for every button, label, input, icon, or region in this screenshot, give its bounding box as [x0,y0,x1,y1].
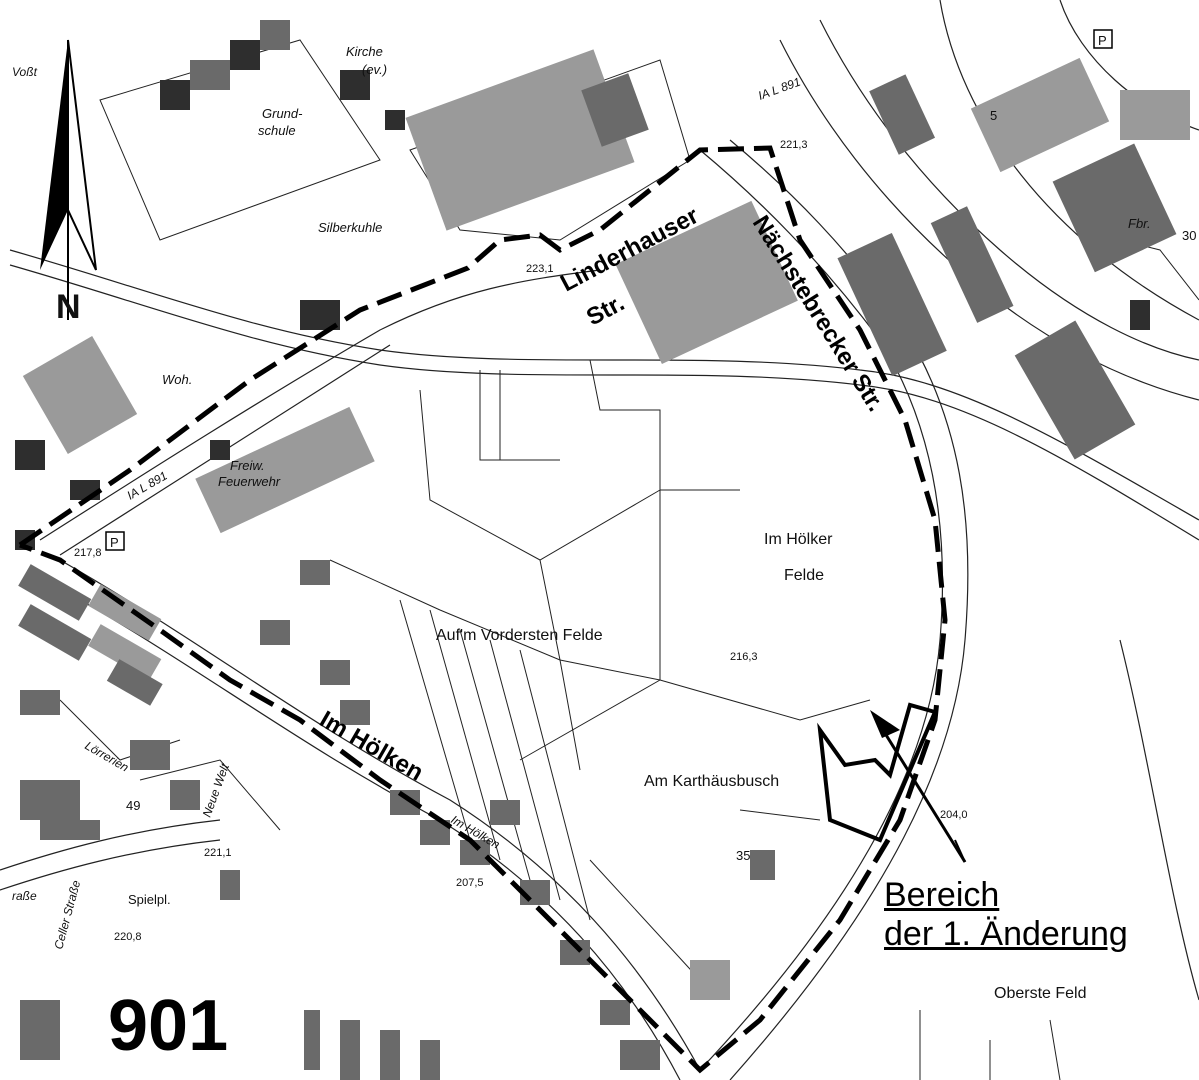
label-silberkuhle: Silberkuhle [318,220,382,235]
change-area-outline [817,702,938,843]
label-number-5: 5 [990,108,997,123]
plan-boundary [18,145,948,1074]
parking-sign-top [1093,29,1113,49]
parking-sign-left [105,531,125,551]
height-5: 204,0 [940,809,968,821]
plan-number-box [72,988,304,1080]
change-area-label-line2: der 1. Änderung [884,915,1128,954]
field-oberste-feld: Oberste Feld [994,985,1086,1002]
label-spielpl: Spielpl. [128,892,171,907]
change-area-label: Bereich der 1. Änderung [884,876,1128,954]
street-voss: Voßt [12,65,38,79]
field-im-hoelker-felde: Felde [784,567,824,584]
field-vordersten-felde: Auf'm Vordersten Felde [436,627,603,644]
label-parking-top: P [1098,33,1107,48]
height-3: 217,8 [74,547,102,559]
north-arrow [40,39,97,320]
label-fbr: Fbr. [1128,216,1151,231]
spot-heights: 221,3 223,1 217,8 216,3 204,0 221,1 207,… [74,139,968,943]
height-4: 216,3 [730,651,758,663]
field-karthausbusch: Am Karthäusbusch [644,773,779,790]
label-number-30: 30 [1182,228,1196,243]
plan-number: 901 [108,986,229,1066]
height-7: 207,5 [456,877,484,889]
row-houses-left [18,564,240,1060]
field-im-hoelker: Im Hölker [764,531,833,548]
label-number-49: 49 [126,798,140,813]
change-area-label-line1: Bereich [884,876,1000,914]
building-labels: Kirche (ev.) Grund- schule Silberkuhle W… [105,29,1196,907]
height-8: 220,8 [114,931,142,943]
change-area-arrow [870,710,967,863]
height-2: 223,1 [526,263,554,275]
street-strasse-left: raße [12,889,37,903]
label-feuerwehr-2: Feuerwehr [218,474,281,489]
label-feuerwehr-1: Freiw. [230,458,265,473]
field-labels: Im Hölker Felde Auf'm Vordersten Felde A… [436,531,1086,1002]
label-grundschule-2: schule [258,123,296,138]
height-6: 221,1 [204,847,232,859]
label-grundschule-1: Grund- [262,106,303,121]
height-1: 221,3 [780,139,808,151]
label-kirche-ev: (ev.) [362,62,387,77]
north-label: N [56,288,81,326]
label-number-35: 35 [736,848,750,863]
label-kirche: Kirche [346,44,383,59]
label-woh: Woh. [162,372,192,387]
label-parking-left: P [110,535,119,550]
